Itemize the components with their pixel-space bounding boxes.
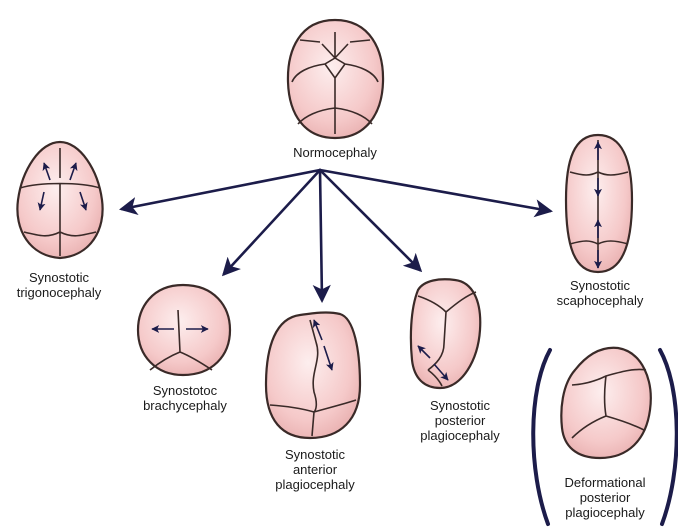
trigonocephaly-label: Synostotic trigonocephaly [0, 270, 118, 300]
trigonocephaly-skull [17, 142, 102, 258]
anterior-plagiocephaly-label: Synostotic anterior plagiocephaly [255, 447, 375, 492]
arrow-to-anterior-plagiocephaly [320, 170, 322, 300]
connector-arrows [122, 170, 550, 300]
scaphocephaly-skull [566, 135, 632, 272]
deformational-label: Deformational posterior plagiocephaly [545, 475, 665, 520]
posterior-plagiocephaly-skull [411, 279, 480, 388]
posterior-plagiocephaly-label: Synostotic posterior plagiocephaly [400, 398, 520, 443]
scaphocephaly-label: Synostotic scaphocephaly [540, 278, 660, 308]
brachycephaly-skull [138, 285, 230, 375]
brachycephaly-label: Synostotoc brachycephaly [125, 383, 245, 413]
anterior-plagiocephaly-skull [266, 312, 360, 438]
normocephaly-label: Normocephaly [270, 145, 400, 160]
deformational-plagiocephaly-skull [561, 348, 650, 458]
normocephaly-skull [288, 20, 383, 138]
